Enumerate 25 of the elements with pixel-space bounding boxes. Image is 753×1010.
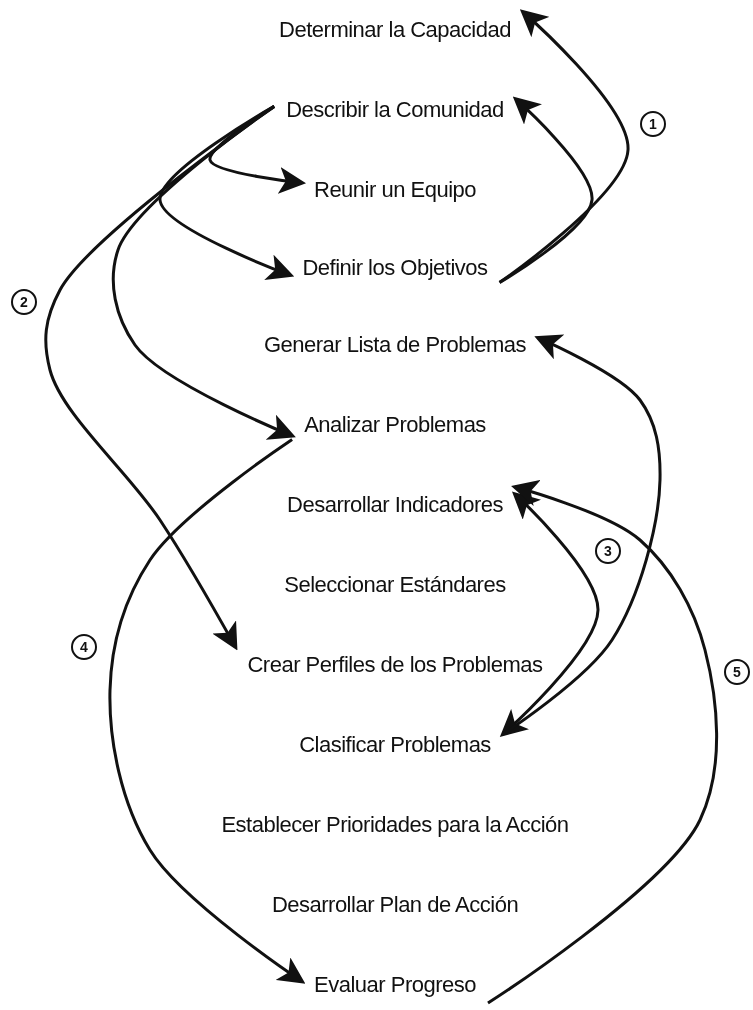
callout-number: 4 (71, 634, 97, 660)
curved-arrow (499, 491, 600, 737)
curved-arrow (111, 105, 296, 440)
curved-arrow (158, 105, 295, 280)
callout-number: 3 (595, 538, 621, 564)
step-label: Analizar Problemas (292, 407, 498, 443)
step-label: Clasificar Problemas (287, 727, 503, 763)
step-label: Crear Perfiles de los Problemas (235, 647, 555, 683)
curved-arrow (498, 96, 594, 284)
step-label: Seleccionar Estándares (272, 567, 518, 603)
step-label: Definir los Objetivos (290, 250, 500, 286)
step-label: Generar Lista de Problemas (251, 327, 539, 363)
step-label: Establecer Prioridades para la Acción (209, 807, 581, 843)
step-label: Evaluar Progreso (302, 967, 488, 1003)
callout-number: 5 (724, 659, 750, 685)
step-label: Desarrollar Plan de Acción (259, 887, 531, 923)
callout-number: 1 (640, 111, 666, 137)
callout-number: 2 (11, 289, 37, 315)
curved-arrow (44, 105, 276, 651)
step-label: Determinar la Capacidad (267, 12, 523, 48)
curved-arrow (108, 438, 306, 984)
curved-arrow (487, 480, 719, 1005)
step-label: Describir la Comunidad (274, 92, 516, 128)
step-label: Reunir un Equipo (302, 172, 488, 208)
step-label: Desarrollar Indicadores (275, 487, 515, 523)
